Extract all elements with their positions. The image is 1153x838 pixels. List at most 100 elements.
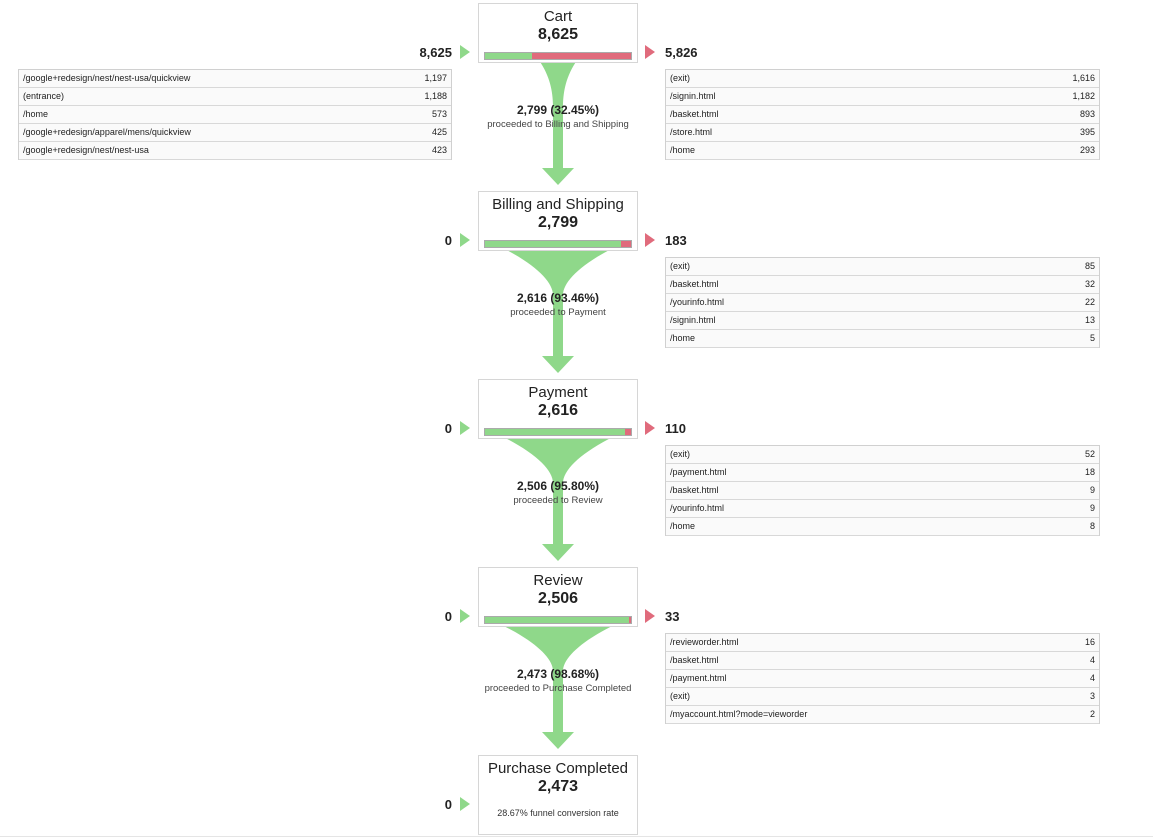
row-count: 18 xyxy=(1084,467,1095,477)
row-count: 5 xyxy=(1089,333,1095,343)
step-box-review[interactable]: Review 2,506 xyxy=(478,567,638,627)
table-row[interactable]: /home 293 xyxy=(666,142,1099,160)
table-row[interactable]: (exit)52 xyxy=(666,446,1099,464)
row-count: 893 xyxy=(1079,109,1095,119)
entry-arrow-icon xyxy=(460,45,470,59)
row-path: /home xyxy=(23,109,49,119)
row-count: 22 xyxy=(1084,297,1095,307)
row-path: /google+redesign/apparel/mens/quickview xyxy=(23,127,191,137)
exit-arrow-icon xyxy=(645,45,655,59)
step-progress-fill xyxy=(485,53,533,59)
step-box-payment[interactable]: Payment 2,616 xyxy=(478,379,638,439)
table-row[interactable]: (exit)3 xyxy=(666,688,1099,706)
row-count: 4 xyxy=(1089,655,1095,665)
row-count: 85 xyxy=(1084,261,1095,271)
step-count: 2,506 xyxy=(537,590,579,607)
exit-count: 110 xyxy=(665,421,686,436)
row-path: /basket.html xyxy=(670,485,719,495)
step-title: Cart xyxy=(543,8,573,25)
proceed-summary: 2,799 (32.45%) proceeded to Billing and … xyxy=(458,103,658,130)
row-path: (exit) xyxy=(670,449,690,459)
entry-arrow-icon xyxy=(460,233,470,247)
exit-count: 33 xyxy=(665,609,680,624)
entry-count: 0 xyxy=(444,797,452,812)
row-path: /google+redesign/nest/nest-usa xyxy=(23,145,149,155)
table-row[interactable]: /basket.html 9 xyxy=(666,482,1099,500)
proceed-label: proceeded to Billing and Shipping xyxy=(487,119,629,130)
row-path: /home xyxy=(670,145,696,155)
funnel-connector-2 xyxy=(507,439,609,561)
funnel-connector-0 xyxy=(540,63,576,185)
step-count: 8,625 xyxy=(537,26,579,43)
row-path: /store.html xyxy=(670,127,713,137)
row-path: /yourinfo.html xyxy=(670,297,725,307)
step-progress-fill xyxy=(485,617,630,623)
table-row[interactable]: /home 8 xyxy=(666,518,1099,536)
entry-arrow-icon xyxy=(460,797,470,811)
row-path: /google+redesign/nest/nest-usa/quickview xyxy=(23,73,191,83)
row-path: /home xyxy=(670,521,696,531)
table-row[interactable]: (exit)1,616 xyxy=(666,70,1099,88)
table-row[interactable]: /google+redesign/nest/nest-usa 423 xyxy=(19,142,451,160)
entrance-sources-table: /google+redesign/nest/nest-usa/quickview… xyxy=(18,69,452,160)
table-row[interactable]: (entrance)1,188 xyxy=(19,88,451,106)
proceed-count: 2,616 (93.46%) xyxy=(516,291,600,305)
proceed-count: 2,473 (98.68%) xyxy=(516,667,600,681)
row-path: (exit) xyxy=(670,261,690,271)
table-row[interactable]: /google+redesign/nest/nest-usa/quickview… xyxy=(19,70,451,88)
row-path: /payment.html xyxy=(670,673,727,683)
entry-count: 8,625 xyxy=(419,45,452,60)
step-title: Review xyxy=(533,572,583,589)
exit-arrow-icon xyxy=(645,609,655,623)
step-progress-bar xyxy=(484,428,632,436)
proceed-summary: 2,473 (98.68%) proceeded to Purchase Com… xyxy=(458,667,658,694)
step-progress-bar xyxy=(484,616,632,624)
exit-count: 183 xyxy=(665,233,687,248)
row-count: 9 xyxy=(1089,485,1095,495)
row-count: 16 xyxy=(1084,637,1095,647)
step-box-billing-and-shipping[interactable]: Billing and Shipping 2,799 xyxy=(478,191,638,251)
step-box-purchase-completed[interactable]: Purchase Completed 2,473 28.67% funnel c… xyxy=(478,755,638,835)
row-path: (exit) xyxy=(670,691,690,701)
exit-arrow-icon xyxy=(645,421,655,435)
entry-arrow-icon xyxy=(460,609,470,623)
step-title: Purchase Completed xyxy=(487,760,629,777)
row-count: 423 xyxy=(431,145,447,155)
table-row[interactable]: /yourinfo.html 22 xyxy=(666,294,1099,312)
proceed-summary: 2,616 (93.46%) proceeded to Payment xyxy=(458,291,658,318)
row-count: 8 xyxy=(1089,521,1095,531)
table-row[interactable]: /home 5 xyxy=(666,330,1099,348)
row-count: 293 xyxy=(1079,145,1095,155)
row-path: /basket.html xyxy=(670,655,719,665)
entry-count: 0 xyxy=(444,421,452,436)
row-count: 2 xyxy=(1089,709,1095,719)
step-box-cart[interactable]: Cart 8,625 xyxy=(478,3,638,63)
proceed-count: 2,506 (95.80%) xyxy=(516,479,600,493)
row-path: /signin.html xyxy=(670,91,716,101)
row-path: /home xyxy=(670,333,696,343)
table-row[interactable]: (exit) 85 xyxy=(666,258,1099,276)
step-count: 2,799 xyxy=(537,214,579,231)
proceed-summary: 2,506 (95.80%) proceeded to Review xyxy=(458,479,658,506)
funnel-connector-1 xyxy=(508,251,608,373)
table-row[interactable]: /basket.html 4 xyxy=(666,652,1099,670)
exit-count: 5,826 xyxy=(665,45,698,60)
entry-count: 0 xyxy=(444,609,452,624)
